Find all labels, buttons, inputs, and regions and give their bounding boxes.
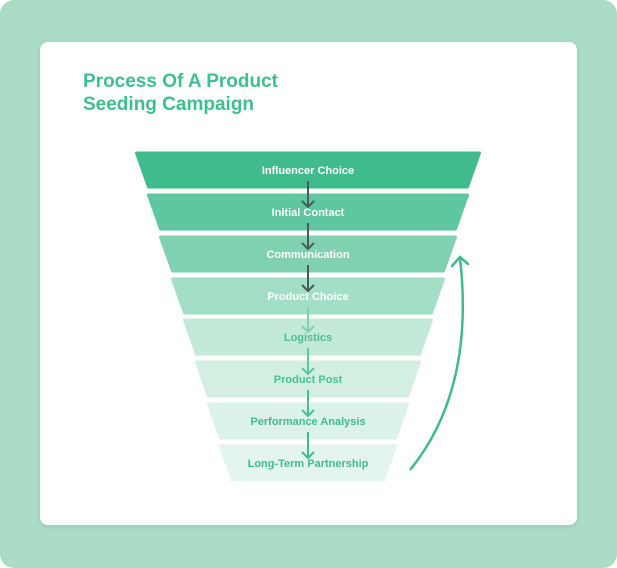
return-arrowhead-icon	[450, 255, 470, 268]
funnel-stage	[159, 235, 457, 273]
stage-label: Performance Analysis	[250, 416, 365, 428]
funnel-stage	[219, 444, 397, 482]
down-arrow-icon	[301, 390, 315, 418]
stage-label: Influencer Choice	[262, 165, 354, 177]
funnel-stage	[195, 360, 421, 398]
funnel-stage	[183, 318, 433, 356]
down-arrow-icon	[301, 265, 315, 293]
stage-label: Initial Contact	[272, 207, 345, 219]
funnel-stage	[135, 151, 481, 189]
return-arrow-icon	[409, 257, 465, 471]
down-arrow-icon	[301, 223, 315, 251]
down-arrow-icon	[301, 348, 315, 376]
down-arrow-icon	[301, 181, 315, 209]
funnel-stage	[207, 402, 409, 440]
funnel-stage	[171, 277, 445, 315]
stage-label: Long-Term Partnership	[248, 458, 369, 470]
title-line-2: Seeding Campaign	[83, 94, 255, 115]
stage-label: Communication	[266, 249, 349, 261]
diagram-title: Process Of A Product Seeding Campaign	[83, 70, 278, 116]
stage-label: Logistics	[284, 332, 332, 344]
stage-label: Product Choice	[267, 291, 348, 303]
down-arrow-icon	[301, 432, 315, 460]
title-line-1: Process Of A Product	[83, 71, 278, 92]
stage-label: Product Post	[274, 374, 343, 386]
funnel-stage	[147, 193, 469, 231]
down-arrow-icon	[301, 307, 315, 334]
